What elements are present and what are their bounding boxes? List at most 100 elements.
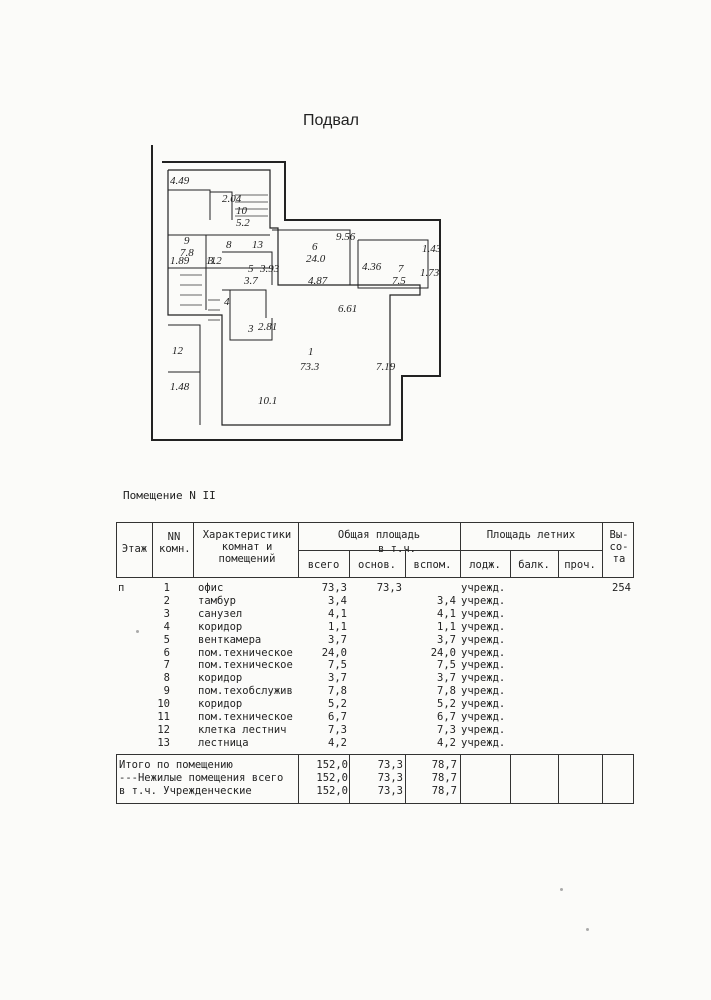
room-number-cell: 9	[163, 685, 170, 698]
room-area: 7.5	[392, 275, 406, 287]
aux-cell: 78,7	[431, 759, 457, 771]
aux-cell: 3,7	[437, 672, 456, 685]
total-cell: 3,4	[328, 594, 347, 607]
aux-cell: 7,3	[437, 723, 456, 736]
total-cell: 152,0	[316, 772, 348, 784]
dimension-label: 2.04	[222, 193, 242, 205]
type-cell: учрежд.	[461, 594, 506, 607]
room-label: 13	[252, 239, 264, 251]
room-name-cell: пом.техобслужив	[198, 685, 293, 698]
type-cell: учрежд.	[461, 723, 506, 736]
room-label: 12	[172, 345, 184, 357]
dimension-label: 1.73	[420, 267, 440, 279]
room-area: 5.2	[236, 217, 250, 229]
dimension-label: 1.43	[422, 243, 442, 255]
type-cell: учрежд.	[461, 582, 506, 594]
floor-plan: 1 73.3 3 4 5 3.7 6 24.0 7 7.5 8 9 7.8 10…	[151, 145, 442, 441]
table-header: Этаж NN комн. Характеристики комнат и по…	[116, 522, 634, 578]
room-name-cell: коридор	[198, 698, 243, 711]
total-cell: 24,0	[321, 646, 347, 659]
aux-cell: 7,8	[437, 685, 456, 698]
room-number-cell: 7	[163, 659, 170, 672]
dimension-label: 2.81	[258, 321, 277, 333]
table-row: 11 пом.техническое 6,7 6,7 учрежд.	[116, 711, 634, 724]
type-cell: учрежд.	[461, 736, 506, 749]
dimension-label: 4.87	[308, 275, 328, 287]
room-name-cell: коридор	[198, 672, 243, 685]
type-cell: учрежд.	[461, 646, 506, 659]
total-cell: 7,5	[328, 659, 347, 672]
header-summer-area: Площадь летних	[486, 529, 576, 541]
total-cell: 152,0	[316, 759, 348, 771]
dimension-label: 9.56	[336, 231, 356, 243]
room-number-cell: 3	[163, 607, 170, 620]
room-name-cell: пом.техническое	[198, 711, 293, 723]
dimension-label: 7.19	[376, 361, 396, 373]
room-area: 3.7	[243, 275, 258, 287]
aux-cell: 4,2	[437, 736, 456, 749]
section-label: Помещение N II	[123, 489, 216, 502]
room-label: 10	[236, 205, 248, 217]
dimension-label: 1.89	[170, 255, 190, 267]
header-floor: Этаж	[121, 543, 148, 555]
room-name-cell: офис	[198, 582, 224, 594]
total-cell: 7,3	[328, 723, 347, 736]
type-cell: учрежд.	[461, 672, 506, 685]
room-label: 11	[206, 255, 216, 267]
header-other: проч.	[564, 559, 596, 571]
total-cell: 5,2	[328, 698, 347, 711]
room-number-cell: 8	[163, 672, 170, 685]
main-cell: 73,3	[377, 759, 403, 771]
total-cell: 3,7	[328, 633, 347, 646]
room-name-cell: санузел	[198, 607, 243, 620]
header-height: Вы-со-та	[609, 529, 629, 565]
main-cell: 73,3	[377, 772, 403, 784]
room-label: 3	[247, 323, 254, 335]
room-number-cell: 11	[157, 711, 170, 723]
header-characteristics: Характеристики комнат и помещений	[202, 529, 292, 565]
room-name-cell: пом.техническое	[198, 646, 293, 659]
aux-cell: 6,7	[437, 711, 456, 723]
type-cell: учрежд.	[461, 620, 506, 633]
room-name-cell: клетка лестнич	[198, 723, 287, 736]
aux-cell: 3,7	[437, 633, 456, 646]
total-label: ---Нежилые помещения всего	[119, 772, 284, 784]
header-loggia: лодж.	[469, 559, 501, 571]
header-room-number: NN комн.	[159, 531, 191, 555]
dimension-label: 10.1	[258, 395, 277, 407]
room-label: 5	[248, 263, 254, 275]
room-label: 4	[224, 296, 230, 308]
room-area: 24.0	[306, 253, 326, 265]
total-label: Итого по помещению	[119, 759, 233, 771]
room-number-cell: 4	[163, 620, 170, 633]
total-row: ---Нежилые помещения всего 152,0 73,3 78,7	[117, 772, 635, 785]
aux-cell: 7,5	[437, 659, 456, 672]
dimension-label: 4.36	[362, 261, 382, 273]
room-number-cell: 13	[157, 736, 170, 749]
room-name-cell: лестница	[198, 736, 249, 749]
room-number-cell: 1	[163, 582, 170, 594]
aux-cell: 78,7	[431, 772, 457, 784]
total-cell: 73,3	[321, 582, 347, 594]
type-cell: учрежд.	[461, 711, 506, 723]
main-cell: 73,3	[377, 785, 403, 797]
total-row: Итого по помещению 152,0 73,3 78,7	[117, 759, 635, 772]
page-title: Подвал	[303, 112, 359, 129]
room-name-cell: тамбур	[198, 594, 236, 607]
dimension-label: 4.49	[170, 175, 190, 187]
aux-cell: 5,2	[437, 698, 456, 711]
aux-cell: 1,1	[437, 620, 456, 633]
total-cell: 6,7	[328, 711, 347, 723]
total-cell: 3,7	[328, 672, 347, 685]
room-label: 1	[308, 346, 314, 358]
header-including: в т.ч.	[378, 543, 416, 555]
aux-cell: 24,0	[430, 646, 456, 659]
